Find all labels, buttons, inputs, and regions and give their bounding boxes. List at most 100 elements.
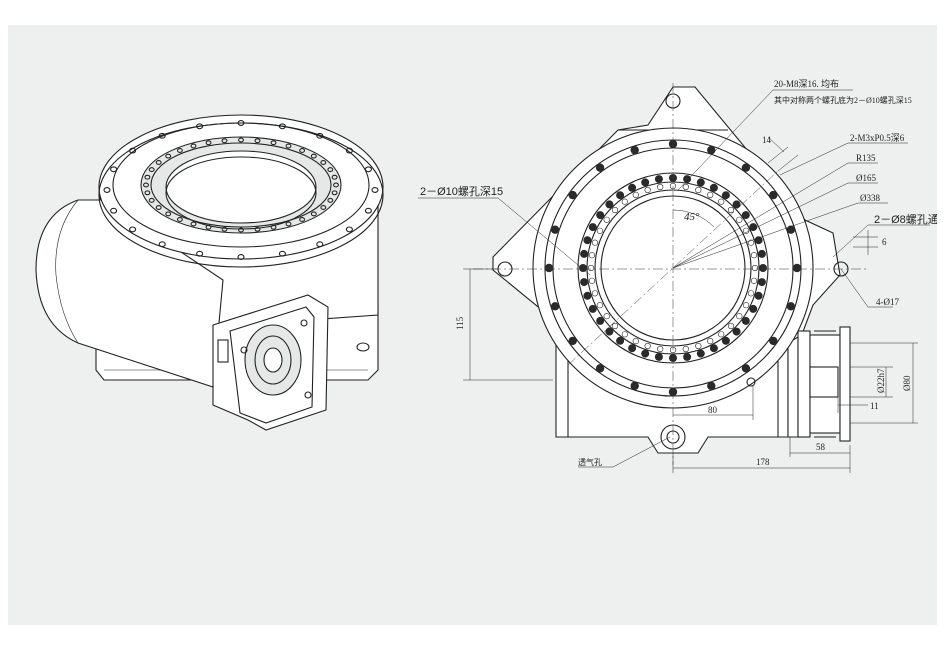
iso-outer-bolt xyxy=(364,207,372,214)
front-inner-ring-hole xyxy=(682,345,689,353)
front-inner-ring-hole xyxy=(718,331,725,338)
front-inner-bolt xyxy=(616,336,625,345)
front-inner-ring-hole xyxy=(751,264,759,272)
front-inner-ring-hole xyxy=(657,345,664,353)
front-inner-bolt xyxy=(757,249,766,258)
front-inner-ring-hole xyxy=(588,277,596,284)
front-inner-bolt xyxy=(749,223,758,232)
front-inner-bolt xyxy=(654,352,663,361)
front-inner-bolt xyxy=(721,336,730,345)
front-inner-bolt xyxy=(696,178,705,187)
iso-bore xyxy=(165,150,317,224)
front-outer-bolt xyxy=(741,364,751,373)
front-inner-bolt xyxy=(579,264,587,272)
front-inner-bolt xyxy=(721,191,730,200)
front-outer-bolt xyxy=(630,145,639,155)
iso-outer-bolt xyxy=(278,250,286,257)
iso-outer-bolt xyxy=(237,120,245,126)
iso-outer-bolt xyxy=(129,226,137,233)
label-dim-80: 80 xyxy=(708,405,718,415)
front-inner-ring-hole xyxy=(632,191,639,198)
front-inner-bolt xyxy=(628,183,637,192)
front-inner-bolt xyxy=(580,278,589,287)
front-inner-ring-hole xyxy=(591,290,599,297)
front-inner-ring-hole xyxy=(611,322,619,330)
front-inner-bolt xyxy=(583,236,592,245)
front-inner-ring-hole xyxy=(695,342,702,350)
iso-inner-bolt xyxy=(285,143,292,149)
front-inner-bolt xyxy=(683,352,692,361)
iso-outer-bolt xyxy=(278,123,286,130)
front-inner-bolt xyxy=(583,291,592,300)
front-inner-bolt xyxy=(605,200,614,209)
iso-inner-bolt xyxy=(331,174,338,180)
iso-inner-bolt xyxy=(221,138,228,144)
front-inner-ring-hole xyxy=(727,206,735,214)
iso-inner-bolt xyxy=(148,167,155,173)
iso-inner-bolt xyxy=(144,174,151,180)
iso-inner-bolt xyxy=(155,205,162,210)
iso-outer-bolt xyxy=(345,226,353,233)
front-inner-bolt xyxy=(741,316,750,325)
front-inner-bolt xyxy=(641,349,650,358)
iso-inner-bolt xyxy=(285,221,292,227)
front-outer-bolt xyxy=(707,145,716,155)
iso-inner-bolt xyxy=(299,217,306,222)
front-inner-ring-hole xyxy=(644,342,651,350)
front-inner-ring-hole xyxy=(742,227,750,234)
front-inner-ring-hole xyxy=(750,252,758,259)
front-inner-ring-hole xyxy=(657,183,664,191)
front-inner-bolt xyxy=(696,349,705,358)
front-inner-ring-hole xyxy=(621,331,628,338)
iso-outer-bolt xyxy=(158,132,166,139)
iso-inner-bolt xyxy=(205,140,212,146)
label-left-holes: 2－Ø10螺孔深15 xyxy=(420,185,503,198)
iso-inner-bolt xyxy=(270,224,277,230)
front-inner-bolt xyxy=(754,291,763,300)
label-vent: 透气孔 xyxy=(578,457,602,467)
iso-inner-bolt xyxy=(176,148,183,153)
iso-outer-bolt xyxy=(345,147,353,154)
front-inner-bolt xyxy=(580,249,589,258)
iso-inner-bolt xyxy=(333,182,339,188)
iso-outer-bolt xyxy=(110,207,118,214)
front-inner-ring-hole xyxy=(591,239,599,246)
dimensions xyxy=(418,89,930,473)
label-right-holes: 2－Ø8螺孔通 xyxy=(874,213,937,226)
iso-outer-bolt xyxy=(364,166,372,173)
front-inner-ring-hole xyxy=(707,338,714,345)
front-inner-bolt xyxy=(605,327,614,336)
front-inner-ring-hole xyxy=(736,313,743,320)
iso-outer-bolt xyxy=(129,147,137,154)
label-dim-178: 178 xyxy=(756,457,770,467)
iso-inner-bolt xyxy=(238,227,244,233)
iso-inner-bolt xyxy=(155,160,162,165)
front-outer-bolt xyxy=(792,263,802,273)
iso-outer-bolt xyxy=(237,254,245,260)
drawing-sheet: 20-M8深16. 均布 其中对称两个螺孔底为2－Ø10螺孔深15 2-M3xP… xyxy=(8,25,937,625)
iso-inner-bolt xyxy=(144,190,151,196)
front-inner-ring-hole xyxy=(603,313,610,320)
front-inner-bolt xyxy=(741,211,750,220)
front-inner-ring-hole xyxy=(736,216,743,223)
iso-inner-bolt xyxy=(165,153,172,159)
front-outer-bolt xyxy=(550,302,560,311)
iso-outer-bolt xyxy=(196,250,204,257)
front-inner-ring-hole xyxy=(611,206,619,214)
front-inner-bolt xyxy=(709,344,718,353)
front-inner-ring-hole xyxy=(644,186,651,194)
front-inner-ring-hole xyxy=(718,198,725,205)
iso-inner-bolt xyxy=(270,140,277,146)
front-inner-ring-hole xyxy=(707,191,714,198)
front-outer-bolt xyxy=(568,190,577,200)
front-inner-ring-hole xyxy=(669,182,677,190)
label-d338: Ø338 xyxy=(860,193,880,203)
label-r135: R135 xyxy=(856,153,876,163)
front-outer-bolt xyxy=(595,364,605,373)
label-d165: Ø165 xyxy=(856,173,876,183)
front-inner-bolt xyxy=(732,200,741,209)
front-outer-bolt xyxy=(550,225,560,234)
front-outer-bolt xyxy=(595,163,605,172)
front-inner-bolt xyxy=(588,304,597,313)
front-inner-bolt xyxy=(732,327,741,336)
